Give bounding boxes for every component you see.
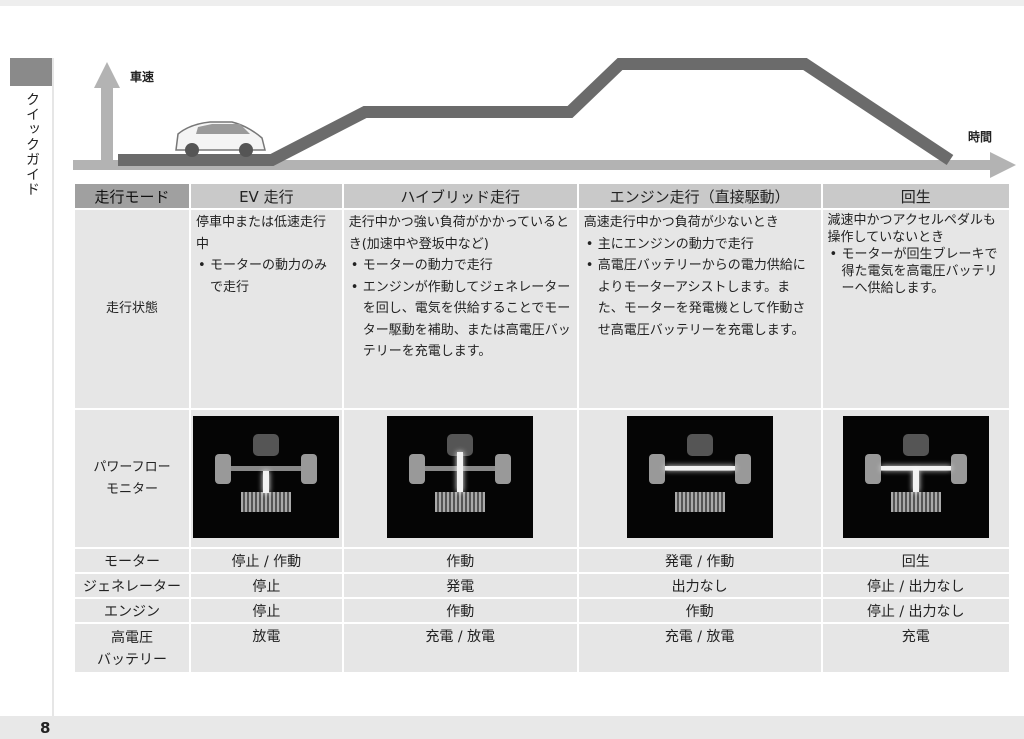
- drive-mode-table: 走行モード EV 走行 ハイブリッド走行 エンジン走行（直接駆動） 回生 走行状…: [73, 182, 1011, 674]
- row-label: パワーフロー モニター: [75, 410, 189, 547]
- y-axis: [101, 85, 113, 165]
- y-axis-label: 車速: [130, 70, 155, 84]
- state-row: 走行状態 停車中または低速走行中モーターの動力のみで走行 走行中かつ強い負荷がか…: [75, 210, 1009, 408]
- page-number: 8: [40, 719, 51, 737]
- bottom-bar: [0, 716, 1024, 739]
- state-cell: 停車中または低速走行中モーターの動力のみで走行: [191, 210, 342, 408]
- power-flow-engine-image: [626, 415, 773, 538]
- margin-divider: [52, 58, 54, 718]
- battery-row: 高電圧バッテリー 放電充電 / 放電充電 / 放電充電: [75, 624, 1009, 672]
- motor-row: モーター 停止 / 作動作動発電 / 作動回生: [75, 549, 1009, 572]
- car-icon: [175, 121, 266, 157]
- speed-line: [118, 58, 954, 166]
- power-flow-regen-image: [842, 415, 989, 538]
- x-axis: [73, 160, 993, 170]
- state-cell: 高速走行中かつ負荷が少ないとき主にエンジンの動力で走行高電圧バッテリーからの電力…: [578, 210, 821, 408]
- section-title: クイックガイド: [24, 92, 40, 197]
- power-flow-hybrid-image: [387, 415, 534, 538]
- state-cell: 走行中かつ強い負荷がかかっているとき(加速中や登坂中など)モーターの動力で走行エ…: [343, 210, 577, 408]
- top-border: [0, 0, 1024, 6]
- header-engine: エンジン走行（直接駆動）: [578, 184, 821, 208]
- x-axis-label: 時間: [968, 130, 993, 144]
- engine-row: エンジン 停止作動作動停止 / 出力なし: [75, 599, 1009, 622]
- x-axis-arrow: [990, 152, 1016, 178]
- generator-row: ジェネレーター 停止発電出力なし停止 / 出力なし: [75, 574, 1009, 597]
- header-row: 走行モード EV 走行 ハイブリッド走行 エンジン走行（直接駆動） 回生: [75, 184, 1009, 208]
- monitor-row: パワーフロー モニター: [75, 410, 1009, 547]
- header-regen: 回生: [822, 184, 1009, 208]
- header-hybrid: ハイブリッド走行: [343, 184, 577, 208]
- speed-time-diagram: [73, 58, 1016, 178]
- row-label: 走行状態: [75, 210, 189, 408]
- section-tab: [10, 58, 52, 86]
- row-label: 高電圧バッテリー: [75, 624, 189, 672]
- header-mode: 走行モード: [75, 184, 189, 208]
- state-cell: 減速中かつアクセルペダルも操作していないときモーターが回生ブレーキで得た電気を高…: [822, 210, 1009, 408]
- y-axis-arrow: [94, 62, 120, 88]
- header-ev: EV 走行: [191, 184, 342, 208]
- power-flow-ev-image: [193, 415, 340, 538]
